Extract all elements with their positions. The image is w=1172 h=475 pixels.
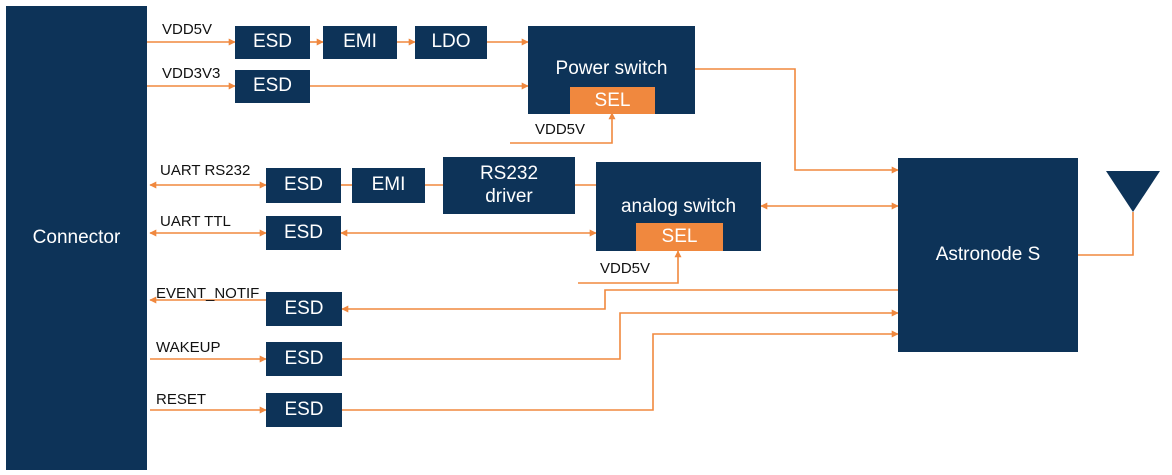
antenna-icon (1106, 171, 1160, 212)
rs232-driver-block: RS232 driver (443, 157, 575, 214)
esd-block-uart-rs232: ESD (266, 168, 341, 203)
label-uart-ttl: UART TTL (160, 213, 231, 230)
analog-switch-sel: SEL (636, 223, 723, 251)
wire-astronode-to-antenna (1078, 212, 1134, 256)
emi-block-vdd5v: EMI (323, 26, 397, 59)
wire-reset-to-astronode (342, 330, 899, 411)
esd-block-wakeup: ESD (266, 342, 342, 376)
label-reset: RESET (156, 391, 207, 408)
analog-switch-label: analog switch (620, 196, 737, 217)
esd-block-vdd3v3: ESD (235, 70, 310, 103)
power-switch-sel: SEL (570, 87, 655, 114)
wire-wakeup-to-astronode (342, 309, 899, 360)
ldo-block: LDO (415, 26, 487, 59)
esd-block-reset: ESD (266, 393, 342, 427)
wire-vdd5v-to-analog-sel (578, 250, 682, 284)
emi-block-uart-rs232: EMI (352, 168, 425, 203)
power-switch-block: Power switch (528, 26, 695, 114)
astronode-s-block: Astronode S (898, 158, 1078, 352)
esd-block-uart-ttl: ESD (266, 216, 341, 250)
label-uart-rs232: UART RS232 (160, 162, 251, 179)
esd-block-event-notif: ESD (266, 292, 342, 326)
label-vdd5v: VDD5V (162, 21, 213, 38)
label-vdd5v-power-sel: VDD5V (535, 121, 586, 138)
wire-astronode-to-event-notif (341, 289, 898, 313)
power-switch-label: Power switch (555, 58, 668, 79)
label-wakeup: WAKEUP (156, 339, 221, 356)
esd-block-vdd5v: ESD (235, 26, 310, 59)
label-vdd3v3: VDD3V3 (162, 65, 221, 82)
label-event-notif: EVENT_NOTIF (156, 285, 260, 302)
label-vdd5v-analog-sel: VDD5V (600, 260, 651, 277)
connector-block: Connector (6, 6, 147, 470)
wire-vdd5v-to-power-sel (510, 112, 616, 144)
wire-power-switch-to-astronode (695, 68, 899, 174)
